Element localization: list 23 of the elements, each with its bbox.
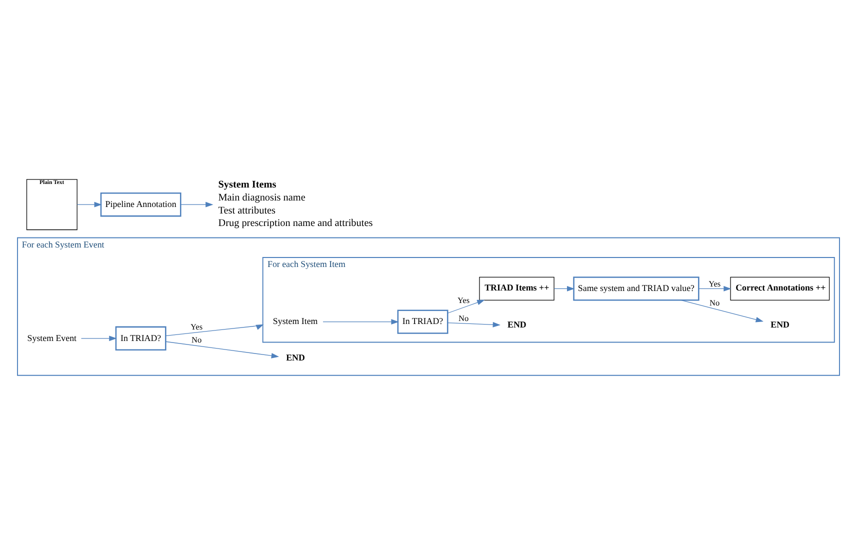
node-text: END — [286, 352, 305, 362]
arrow — [180, 201, 214, 207]
arrow — [447, 322, 500, 327]
arrow — [554, 286, 575, 291]
node-text: System Event — [27, 332, 77, 342]
node-text: System Item — [272, 316, 318, 326]
node-box: TRIAD Items ++ — [479, 276, 554, 300]
node-text: END — [508, 318, 526, 329]
arrow — [680, 299, 764, 322]
node-box: Pipeline Annotation — [100, 192, 182, 216]
arrow — [698, 286, 732, 291]
node-box: Same system and TRIAD value? — [573, 276, 700, 300]
node-text: END — [770, 318, 790, 329]
arrow — [165, 340, 280, 358]
arrow — [76, 201, 102, 207]
node-text: System Items Main diagnosis name Test attributes Drug prescription name and attributes — [218, 178, 373, 229]
node-box: In TRIAD? — [397, 309, 448, 334]
arrow — [80, 335, 117, 341]
arrow — [447, 299, 485, 313]
arrow — [322, 318, 399, 324]
node-box: Correct Annotations ++ — [730, 276, 830, 300]
arrow — [165, 324, 264, 336]
node-box: In TRIAD? — [115, 326, 166, 350]
